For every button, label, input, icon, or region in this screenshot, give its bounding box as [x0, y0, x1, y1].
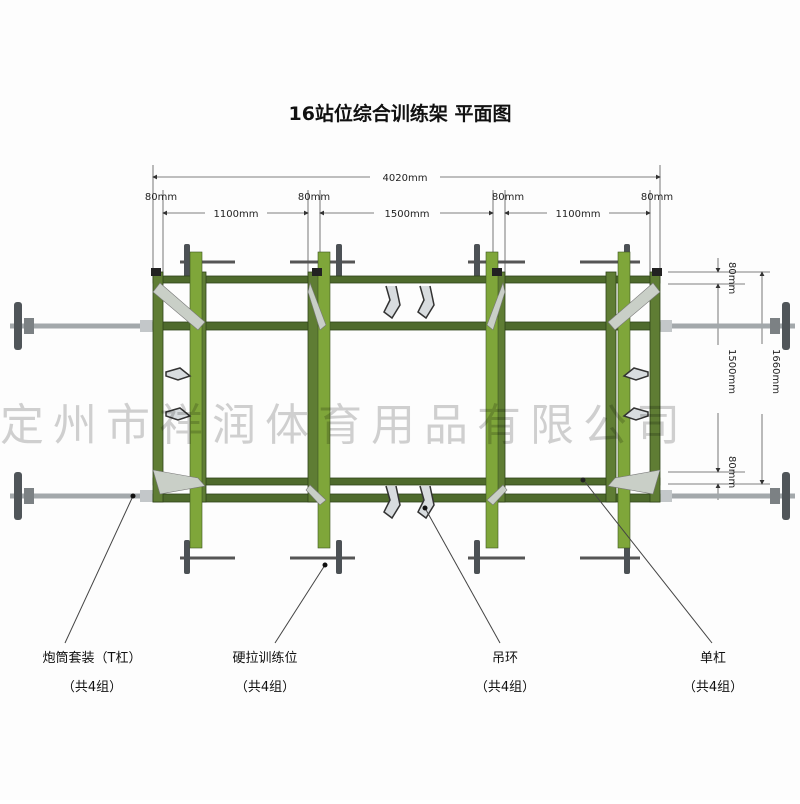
callout-pull-up-name: 单杠 — [700, 650, 726, 666]
gym-rings — [165, 285, 649, 520]
dim-span-right: 1100mm — [556, 209, 601, 220]
deadlift-bottom-mid-right — [468, 540, 525, 574]
dim-span-center: 1500mm — [385, 209, 430, 220]
deadlift-bottom-left — [180, 540, 235, 574]
dim-bg — [755, 344, 769, 414]
deadlift-bottom-mid-left — [290, 540, 355, 574]
dim-post-mid-left: 80mm — [298, 192, 330, 203]
watermark: 定州市祥润体育用品有限公司 — [0, 400, 689, 451]
callout-leaders — [64, 481, 713, 644]
dim-post-right: 80mm — [641, 192, 673, 203]
diagram-title: 16站位综合训练架 平面图 — [288, 102, 511, 125]
dim-depth-top: 80mm — [726, 262, 737, 294]
callout-dot — [422, 505, 428, 511]
callout-dot — [130, 493, 136, 499]
dim-bg — [205, 207, 267, 220]
callout-rings-name: 吊环 — [492, 651, 518, 666]
dim-bg — [370, 170, 440, 184]
dim-depth-middle: 1500mm — [726, 349, 737, 394]
dim-post-mid-right: 80mm — [492, 192, 524, 203]
pull-up-bar-marker — [580, 477, 586, 483]
callout-t-bar-name: 炮筒套装（T杠） — [43, 650, 142, 666]
deadlift-top-left — [180, 244, 235, 278]
callout-dot — [322, 562, 328, 568]
deadlift-stations — [180, 244, 640, 574]
dim-depth-total: 1660mm — [770, 349, 781, 394]
callout-pull-up-count: （共4组） — [683, 680, 743, 695]
dim-depth-bottom: 80mm — [726, 456, 737, 488]
dim-span-left: 1100mm — [214, 209, 259, 220]
callout-deadlift-count: （共4组） — [235, 680, 295, 695]
dim-bg — [374, 207, 440, 220]
dim-total-width: 4020mm — [383, 173, 428, 184]
dim-post-left: 80mm — [145, 192, 177, 203]
dim-bg — [547, 207, 609, 220]
deadlift-bottom-right — [580, 540, 640, 574]
callout-deadlift-name: 硬拉训练位 — [232, 651, 297, 666]
t-bar-sets — [10, 302, 795, 520]
dim-bg — [711, 345, 725, 413]
callout-t-bar-count: （共4组） — [62, 680, 122, 695]
rack-frame — [151, 251, 662, 549]
callout-rings-count: （共4组） — [475, 680, 535, 695]
